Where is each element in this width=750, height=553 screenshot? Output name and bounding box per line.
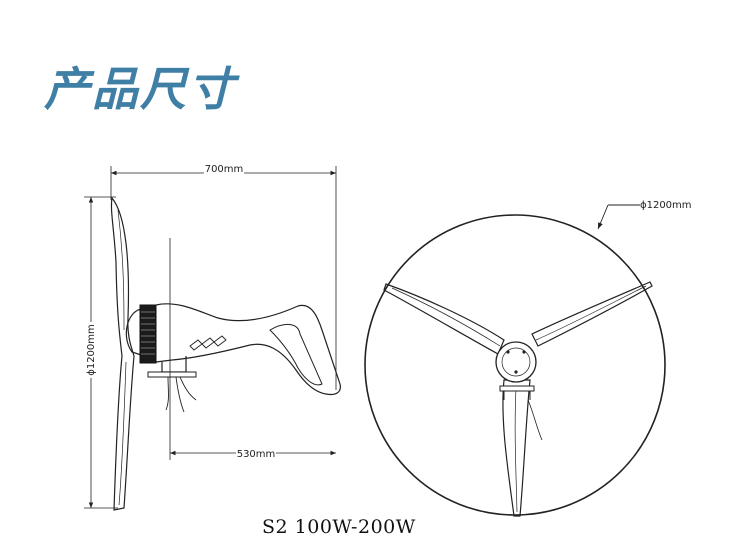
front-view-blade-right <box>531 281 653 347</box>
front-view-blade-left <box>383 283 505 355</box>
rotor-sweep-circle <box>364 214 666 516</box>
front-view: ϕ1200mm <box>364 200 692 517</box>
dim-label-700: 700mm <box>205 164 244 175</box>
dim-label-diameter-side: ϕ1200mm <box>86 324 97 376</box>
side-view-blade <box>110 196 135 511</box>
dim-label-diameter-front: ϕ1200mm <box>640 200 692 211</box>
side-view-body-tail <box>155 303 341 396</box>
front-view-blade-bottom <box>502 379 531 517</box>
side-view-generator <box>139 304 157 364</box>
dim-label-530: 530mm <box>237 449 276 460</box>
model-label: S2 100W-200W <box>262 516 416 538</box>
side-view: 700mm 530mm ϕ1200mm <box>82 163 341 511</box>
section-title: 产品尺寸 <box>44 62 236 116</box>
